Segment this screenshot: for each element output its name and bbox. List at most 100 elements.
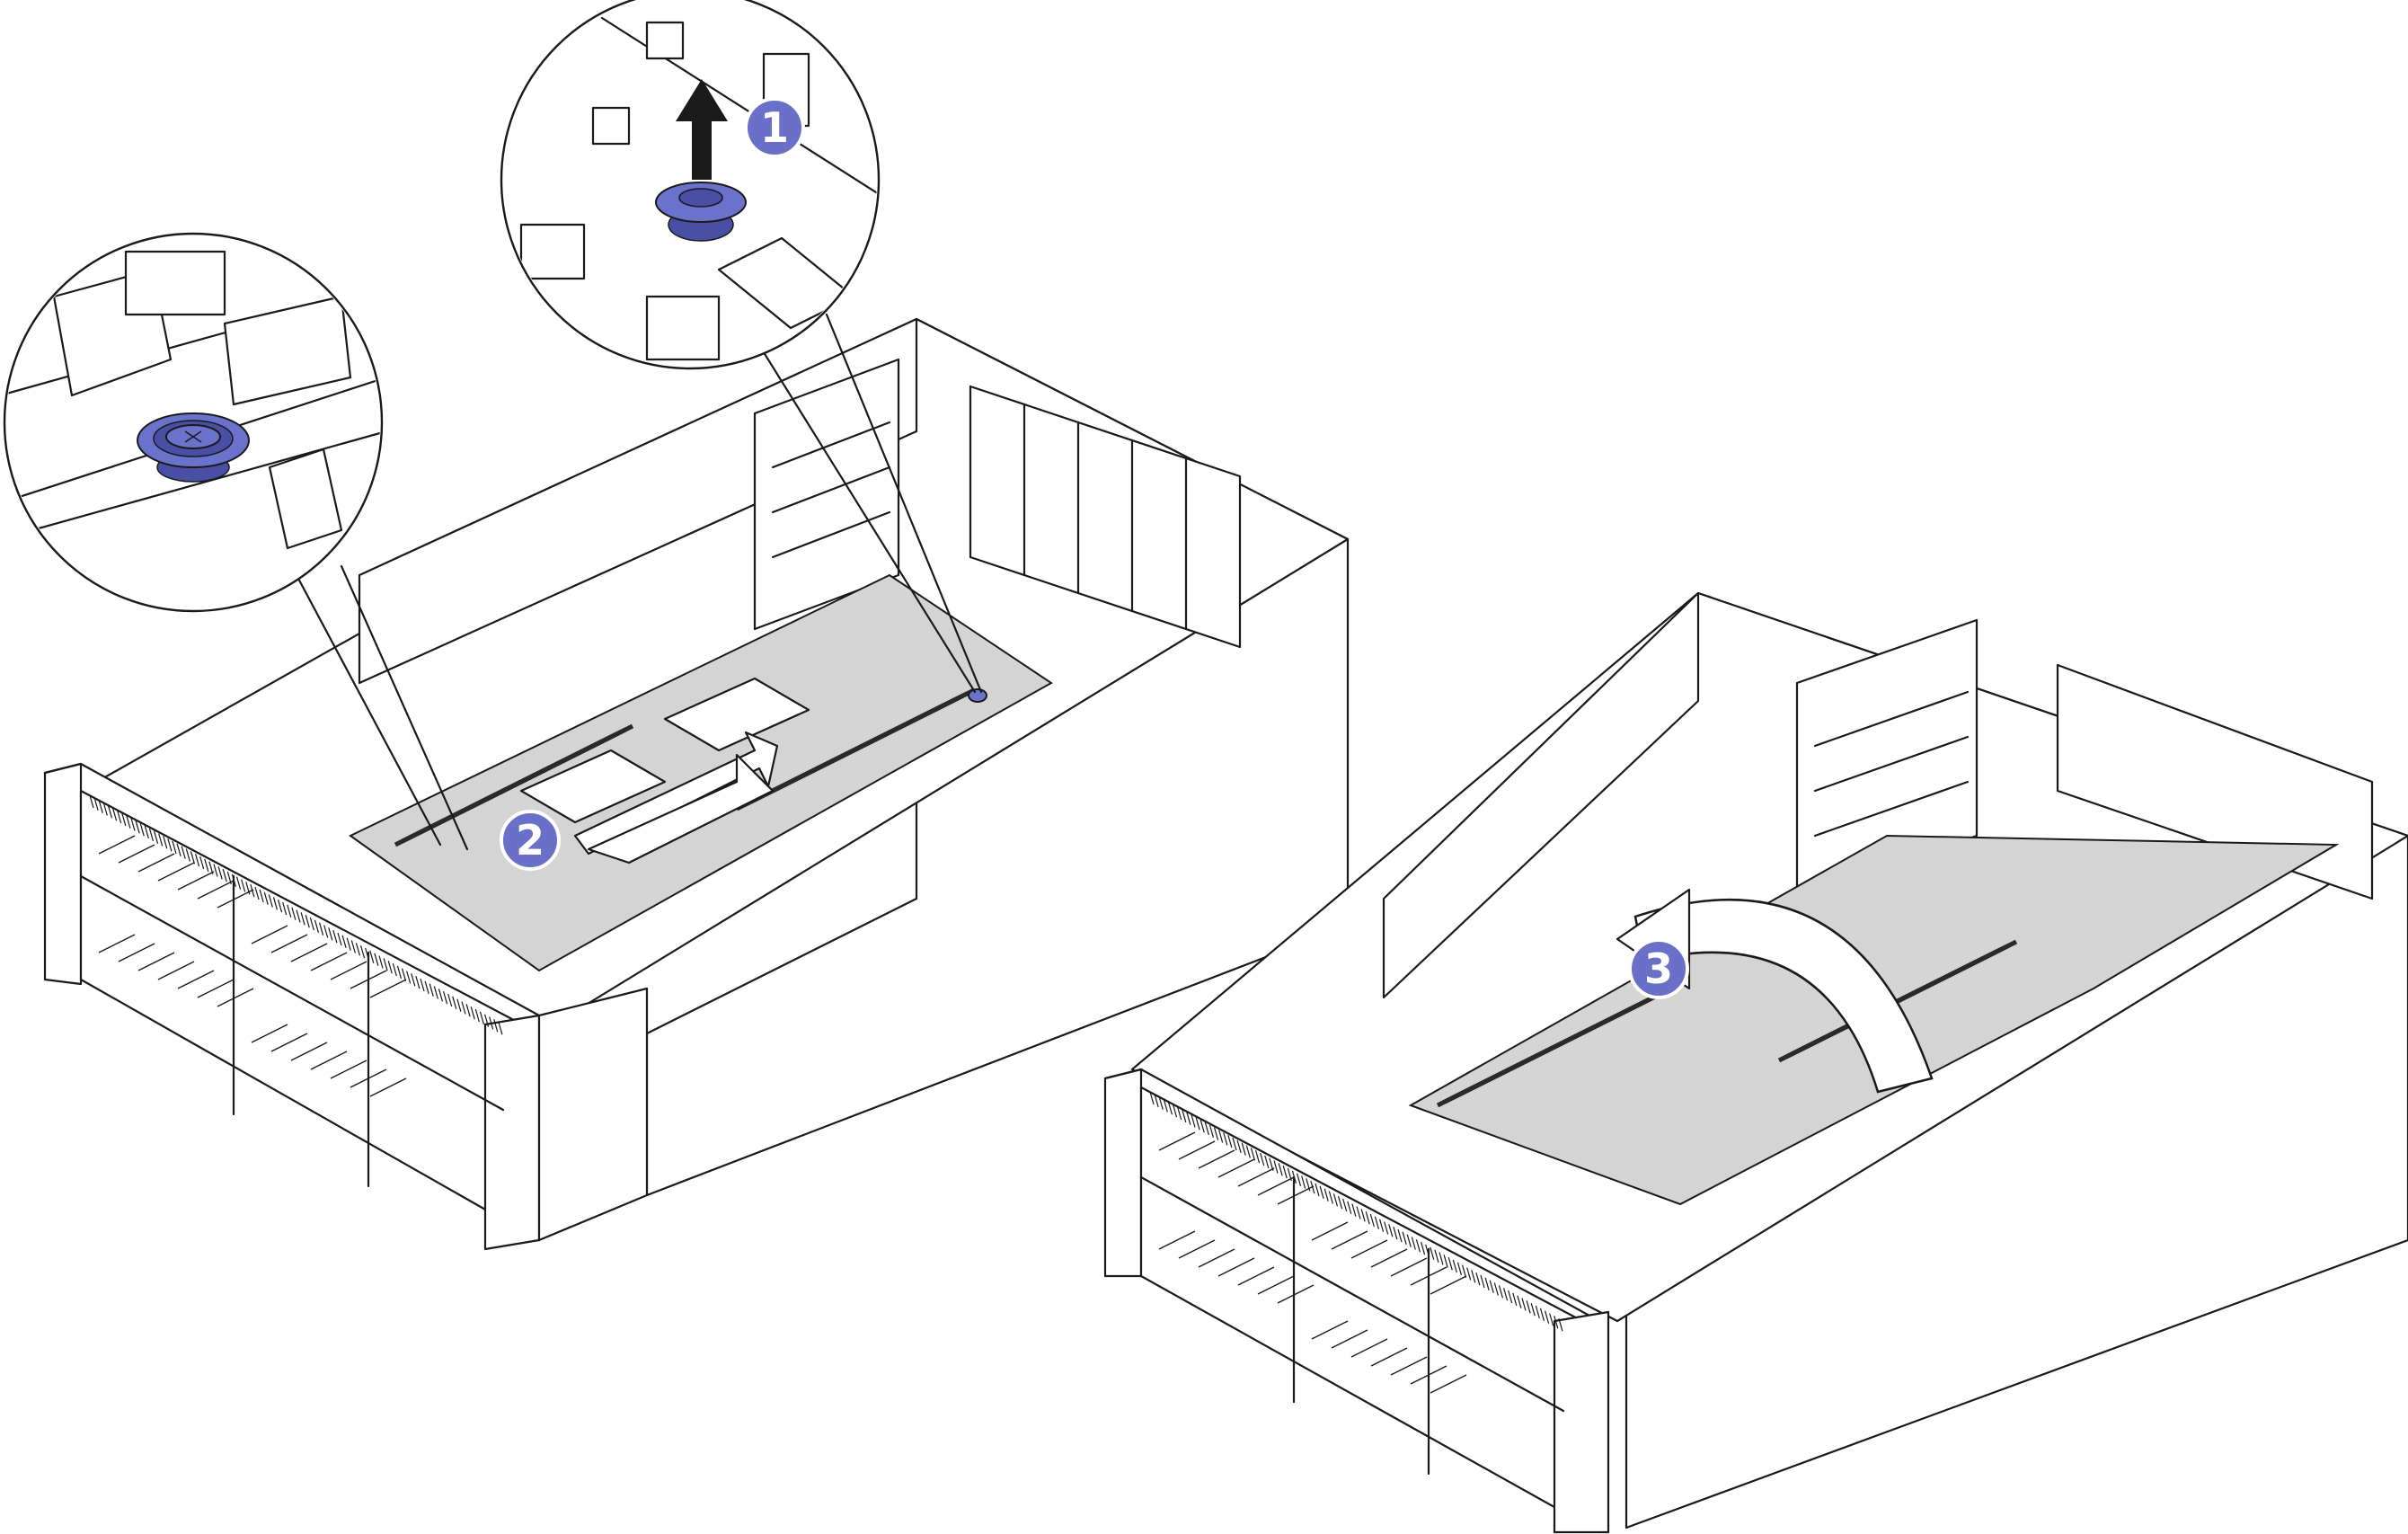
drive-bay-rail [1311, 1320, 1349, 1340]
drive-bay-rail [217, 988, 254, 1007]
vent-slot [1301, 1175, 1306, 1189]
drive-bay-rail [197, 880, 235, 900]
callout-leader-top-b [825, 313, 983, 694]
drive-bay-rail [157, 961, 195, 980]
vent-slot [1245, 1145, 1251, 1158]
vent-slot [1186, 1112, 1191, 1125]
vent-slot [272, 897, 279, 910]
vent-slot [493, 1019, 499, 1033]
step-badge-1: 1 [744, 97, 805, 158]
drive-bay-rail [1350, 1338, 1388, 1358]
vent-slot [470, 1006, 475, 1020]
vent-slot [474, 1008, 480, 1023]
vent-slot [1254, 1150, 1261, 1164]
vent-slot [194, 854, 200, 867]
drive-bay-rail [1277, 1284, 1315, 1304]
vent-slot [1204, 1122, 1209, 1136]
dimm-slot [1529, 984, 1677, 1061]
vent-slot [452, 996, 457, 1009]
left-front-bezel [43, 762, 649, 1251]
vent-slot [268, 894, 273, 908]
vent-slot [1535, 1305, 1540, 1319]
drive-bay-rail [350, 970, 387, 989]
vent-slot [259, 889, 264, 902]
vent-slot [254, 886, 260, 900]
vent-slot [447, 993, 453, 1007]
vent-slot [378, 955, 384, 969]
vent-slot [1484, 1277, 1490, 1290]
step-number-2: 2 [516, 816, 544, 865]
vent-slot [1521, 1298, 1527, 1311]
vent-slot [429, 983, 434, 997]
vent-slot [1406, 1234, 1412, 1247]
vent-slot [1549, 1313, 1554, 1326]
drive-bay-rail [1237, 1167, 1275, 1187]
vent-slot [287, 904, 292, 918]
vent-slot [93, 797, 99, 811]
vent-slot [1558, 1318, 1563, 1332]
right-chassis [1103, 591, 2408, 1534]
vent-slot [374, 953, 379, 966]
vent-slot [1452, 1259, 1457, 1273]
drive-bay-rail [310, 952, 348, 971]
dimm-slot [828, 687, 976, 765]
vent-slot [383, 958, 388, 971]
dimm-slot [487, 723, 634, 801]
drive-bay-rail [270, 1033, 308, 1052]
vent-slot [185, 848, 190, 862]
vent-slot [89, 794, 94, 809]
vent-slot [1374, 1216, 1380, 1229]
step-badge-3: 3 [1628, 938, 1689, 999]
plunger-icon [137, 412, 250, 483]
drive-bay-rail [1257, 1176, 1295, 1196]
drive-bay-rail [1410, 1266, 1447, 1286]
vent-slot [107, 805, 113, 819]
vent-slot [1158, 1096, 1164, 1110]
vent-slot [172, 840, 177, 855]
vent-slot [204, 858, 209, 872]
vent-slot [126, 815, 131, 829]
vent-slot [1315, 1183, 1320, 1197]
drive-bay-rail [1257, 1275, 1295, 1295]
vent-slot [1154, 1094, 1159, 1107]
vent-slot [1195, 1117, 1200, 1131]
vent-slot [1282, 1166, 1288, 1179]
vent-slot [420, 978, 425, 992]
drive-bay-rail [369, 1077, 407, 1097]
drive-bay-rail [1217, 1257, 1255, 1277]
vent-slot [1149, 1091, 1155, 1105]
arrow-up-icon [676, 79, 728, 180]
vent-slot [350, 940, 356, 953]
vent-slot [1236, 1139, 1242, 1153]
vent-slot [337, 932, 342, 946]
drive-bay-rail [1370, 1347, 1408, 1367]
vent-slot [167, 838, 173, 852]
vent-slot [1223, 1132, 1228, 1146]
vent-slot [332, 930, 338, 944]
vent-slot [1232, 1137, 1237, 1151]
plunger-top-icon [655, 182, 747, 242]
drive-bay-rail [118, 943, 155, 962]
vent-slot [1475, 1272, 1481, 1286]
vent-slot [1273, 1160, 1279, 1174]
drive-bay-rail [118, 844, 155, 864]
vent-slot [130, 818, 136, 831]
vent-slot [424, 980, 429, 994]
vent-slot [1415, 1239, 1421, 1253]
vent-slot [1397, 1228, 1403, 1243]
left-fan-cage [753, 358, 1242, 649]
vent-slot [148, 828, 155, 841]
drive-bay-rail [197, 979, 235, 998]
left-processor-socket-2 [663, 677, 810, 752]
drive-bay-rail [98, 934, 136, 953]
vent-slot [1163, 1099, 1168, 1113]
vent-slot [1369, 1213, 1375, 1228]
magnifier-left [3, 232, 384, 613]
vent-slot [1324, 1188, 1329, 1201]
vent-slot [1213, 1127, 1219, 1140]
vent-slot [328, 927, 333, 941]
left-dimm-banks [394, 687, 976, 847]
vent-slot [1378, 1219, 1385, 1232]
right-front-bezel [1103, 1068, 1610, 1534]
